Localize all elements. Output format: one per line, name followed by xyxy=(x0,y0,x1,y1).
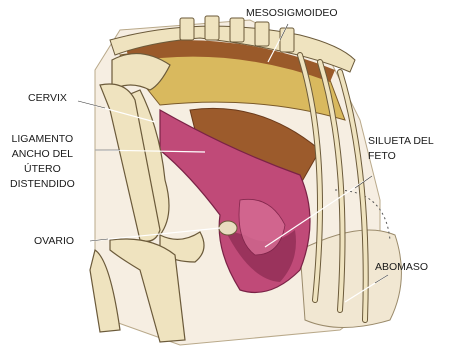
ligamento-line-4: DISTENDIDO xyxy=(10,177,75,192)
cervix-text: CERVIX xyxy=(28,91,67,106)
ligamento-line-3: ÚTERO xyxy=(10,162,75,177)
label-ovario: OVARIO xyxy=(34,234,74,249)
label-ligamento-ancho: LIGAMENTO ANCHO DEL ÚTERO DISTENDIDO xyxy=(10,132,75,192)
ovary xyxy=(219,221,237,235)
ligamento-line-2: ANCHO DEL xyxy=(10,147,75,162)
abomaso-text: ABOMASO xyxy=(375,260,428,275)
silueta-line-1: SILUETA DEL xyxy=(368,134,434,149)
label-mesosigmoideo: MESOSIGMOIDEO xyxy=(246,6,338,21)
label-silueta-feto: SILUETA DEL FETO xyxy=(368,134,434,164)
ligamento-line-1: LIGAMENTO xyxy=(10,132,75,147)
label-cervix: CERVIX xyxy=(28,91,67,106)
silueta-line-2: FETO xyxy=(368,149,434,164)
label-abomaso: ABOMASO xyxy=(375,260,428,275)
mesosigmoideo-text: MESOSIGMOIDEO xyxy=(246,6,338,21)
ovario-text: OVARIO xyxy=(34,234,74,249)
